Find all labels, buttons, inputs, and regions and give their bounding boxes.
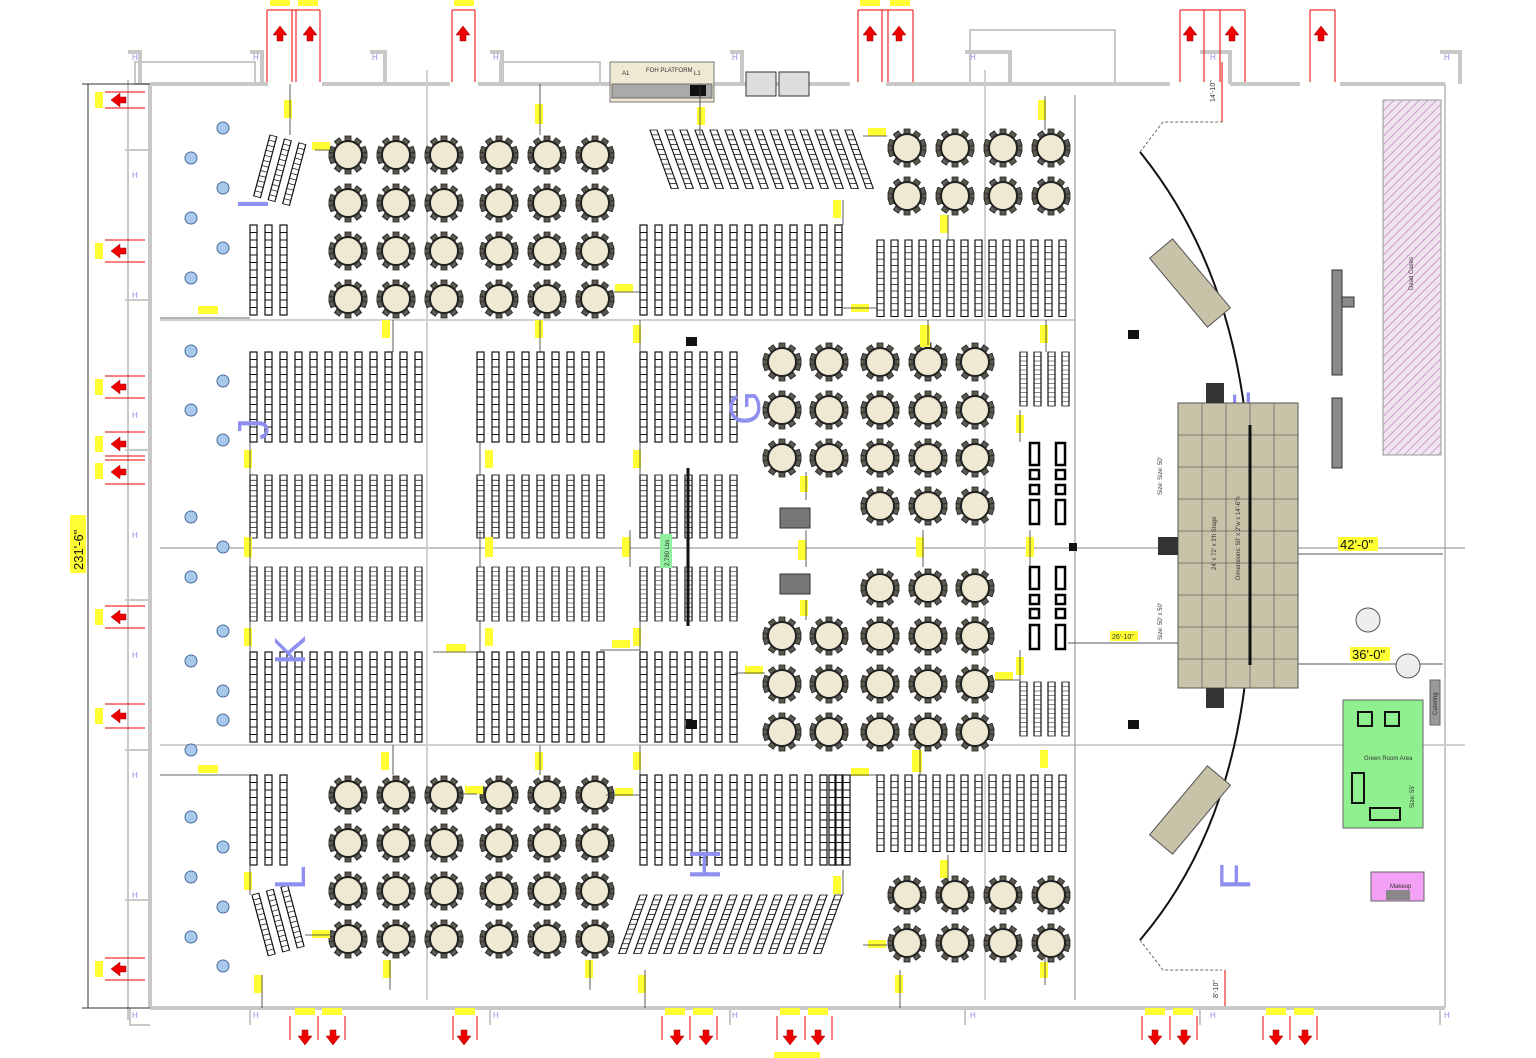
svg-text:36'-0": 36'-0" (1352, 647, 1386, 662)
camera-risers (686, 330, 1139, 729)
lounge-tables (1355, 607, 1421, 679)
svg-text:Size: 50' x 50': Size: 50' x 50' (1158, 603, 1164, 640)
svg-text:Catering: Catering (1433, 692, 1439, 715)
svg-text:K: K (266, 636, 315, 665)
svg-text:I: I (229, 198, 278, 210)
svg-text:42'-0": 42'-0" (1340, 537, 1374, 552)
svg-text:L: L (266, 866, 315, 890)
svg-text:H: H (970, 1011, 976, 1020)
svg-text:8'-10": 8'-10" (1213, 980, 1220, 998)
svg-text:H: H (732, 1011, 738, 1020)
truss-line: 2,780 Lbs (660, 468, 690, 626)
foh-platform: A1 L1 FOH PLATFORM (609, 61, 810, 103)
side-stages (1148, 238, 1232, 855)
section-labels: I J K L G H E F (229, 198, 1260, 890)
svg-text:H: H (493, 53, 499, 62)
svg-text:14'-10": 14'-10" (1210, 80, 1217, 102)
svg-text:H: H (970, 53, 976, 62)
svg-text:H: H (493, 1011, 499, 1020)
green-room: Green Room Area Size: 55' Catering (1342, 679, 1441, 829)
svg-text:H: H (1444, 53, 1450, 62)
svg-text:H: H (132, 171, 138, 180)
svg-text:A1: A1 (622, 71, 630, 77)
svg-text:H: H (132, 771, 138, 780)
svg-text:L1: L1 (694, 71, 701, 77)
cocktail-tables (1028, 441, 1067, 651)
svg-text:F: F (1211, 863, 1260, 890)
room-walls (125, 29, 1462, 1026)
svg-text:H: H (132, 291, 138, 300)
svg-text:Dimensions: 50' x 2"w x 14'-6": Dimensions: 50' x 2"w x 14'-6"h (1236, 496, 1242, 580)
column-markers: H H H H H H H H H H H H H H H H H H H H H H (132, 53, 1450, 1020)
svg-text:H: H (372, 53, 378, 62)
svg-text:H: H (681, 848, 730, 880)
svg-text:J: J (229, 418, 278, 440)
svg-text:Green Room Area: Green Room Area (1364, 756, 1413, 762)
exit-arrows (95, 0, 1336, 1046)
svg-text:H: H (732, 53, 738, 62)
svg-text:H: H (1444, 1011, 1450, 1020)
theatre-chair-rows (249, 129, 1070, 957)
overall-dimension: 231'-6" (70, 83, 820, 1058)
svg-text:Dead Cases: Dead Cases (1409, 257, 1415, 290)
svg-text:26'-10": 26'-10" (1112, 634, 1134, 641)
svg-text:Makeup: Makeup (1390, 884, 1412, 890)
right-dimensions: 42'-0" 36'-0" 26'-10" 14'-10" 8'-10" (1068, 62, 1443, 1006)
main-stage: 24' x 72' x 3'h Stage Dimensions: 50' x … (1158, 383, 1299, 708)
svg-text:H: H (132, 411, 138, 420)
svg-text:H: H (132, 891, 138, 900)
svg-text:H: H (253, 53, 259, 62)
svg-text:2,780 Lbs: 2,780 Lbs (665, 540, 671, 566)
makeup-area: Makeup (1370, 871, 1425, 902)
dead-case-area: Dead Cases (1382, 99, 1442, 456)
svg-text:H: H (132, 651, 138, 660)
svg-text:24' x 72' x 3'h Stage: 24' x 72' x 3'h Stage (1212, 516, 1218, 570)
svg-text:G: G (721, 391, 770, 425)
svg-text:FOH PLATFORM: FOH PLATFORM (646, 68, 693, 74)
production-desks (1331, 269, 1355, 469)
svg-text:Size: 55': Size: 55' (1410, 785, 1416, 808)
structural-columns (184, 121, 230, 973)
svg-text:231'-6": 231'-6" (71, 529, 86, 570)
svg-text:H: H (132, 531, 138, 540)
svg-text:Size: Size: 50': Size: Size: 50' (1158, 457, 1164, 495)
aisle-dimensions (160, 84, 1048, 1008)
svg-text:H: H (1210, 53, 1216, 62)
svg-text:H: H (1210, 1011, 1216, 1020)
svg-text:H: H (132, 53, 138, 62)
svg-text:H: H (132, 1011, 138, 1020)
svg-text:H: H (253, 1011, 259, 1020)
